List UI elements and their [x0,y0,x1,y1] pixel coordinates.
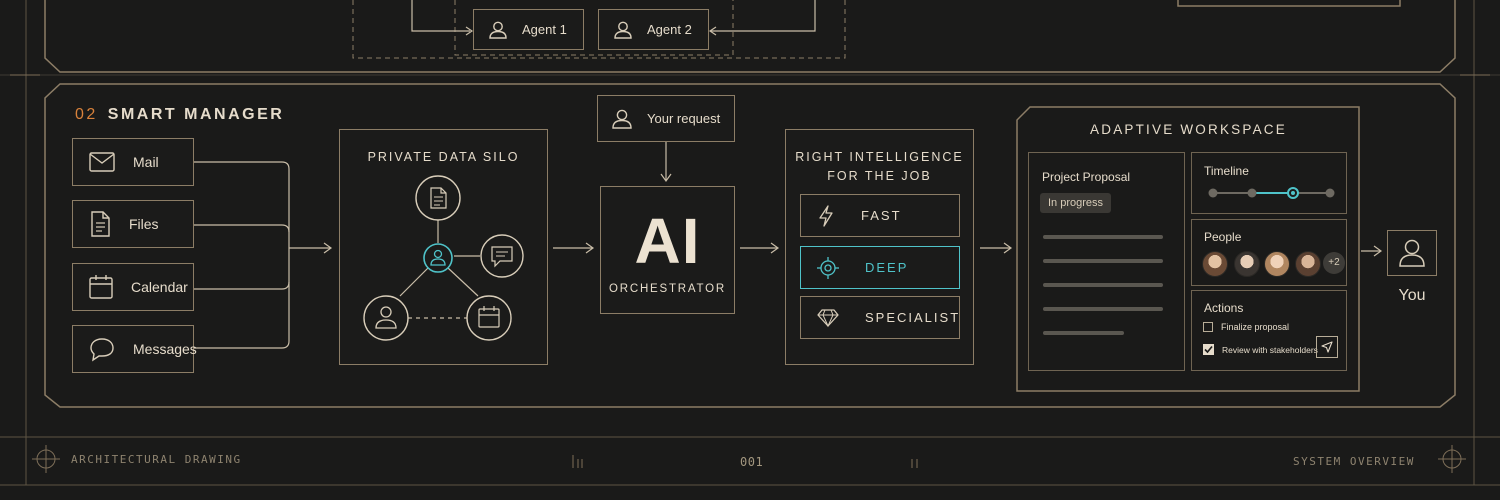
footer-right-text: SYSTEM OVERVIEW [1293,455,1415,468]
people-extra-count[interactable]: +2 [1323,252,1345,274]
timeline-title: Timeline [1204,164,1249,178]
workspace-title: ADAPTIVE WORKSPACE [1090,122,1287,137]
silo-network [363,175,524,341]
action-item[interactable]: Review with stakeholders [1203,344,1318,355]
your-request-box[interactable]: Your request [597,95,735,142]
silo-title: PRIVATE DATA SILO [367,150,520,164]
action-item-label: Review with stakeholders [1222,344,1318,355]
orchestrator-label: ORCHESTRATOR [608,283,726,295]
mode-deep-button[interactable]: DEEP [800,246,960,289]
source-messages-label: Messages [133,341,197,357]
private-data-silo: PRIVATE DATA SILO [339,129,548,365]
you-label: You [1398,287,1426,304]
proposal-title: Project Proposal [1042,170,1131,184]
user-icon [613,20,633,40]
people-avatars: +2 [1202,251,1345,277]
source-mail[interactable]: Mail [72,138,194,186]
your-request-label: Your request [647,111,721,126]
proposal-status-badge: In progress [1040,193,1112,213]
mode-specialist-label: SPECIALIST [865,310,961,325]
checkbox-checked[interactable] [1203,344,1214,355]
send-button[interactable] [1316,336,1338,358]
you-box[interactable] [1387,230,1437,276]
send-icon [1321,341,1333,353]
timeline-panel[interactable]: Timeline [1191,152,1347,214]
agent-2-box[interactable]: Agent 2 [598,9,709,50]
silo-node-user [363,295,409,341]
ai-orchestrator: AI ORCHESTRATOR [600,186,735,314]
chat-icon [89,337,115,362]
agent-1-box[interactable]: Agent 1 [473,9,584,50]
action-item-label: Finalize proposal [1221,322,1290,332]
source-calendar-label: Calendar [131,279,188,295]
agent-2-label: Agent 2 [647,22,692,37]
user-icon [488,20,508,40]
people-panel[interactable]: People +2 [1191,219,1347,286]
source-messages[interactable]: Messages [72,325,197,373]
source-files-label: Files [129,216,159,232]
project-proposal-panel[interactable]: Project Proposal In progress [1028,152,1185,371]
diamond-icon [817,308,839,327]
mode-deep-label: DEEP [865,260,909,275]
section-number: 02 [75,106,98,123]
avatar[interactable] [1295,251,1321,277]
section-heading: 02 SMART MANAGER [75,106,284,124]
intelligence-title-line1: RIGHT INTELLIGENCE [795,150,964,164]
file-icon [89,211,111,237]
proposal-line [1043,307,1163,311]
avatar[interactable] [1202,251,1228,277]
agent-1-label: Agent 1 [522,22,567,37]
source-files[interactable]: Files [72,200,194,248]
proposal-line [1043,259,1163,263]
proposal-line [1043,235,1163,239]
footer-left-text: ARCHITECTURAL DRAWING [71,453,242,466]
mode-specialist-button[interactable]: SPECIALIST [800,296,960,339]
user-icon [1398,238,1426,268]
avatar[interactable] [1234,251,1260,277]
calendar-icon [89,275,113,299]
user-icon [611,108,633,130]
footer-page-number: 001 [740,455,764,469]
proposal-line [1043,283,1163,287]
adaptive-workspace-frame [1016,106,1360,392]
timeline-track [1208,187,1335,199]
section-title: SMART MANAGER [107,106,285,123]
lightning-icon [817,204,835,227]
silo-node-file [415,175,461,221]
source-calendar[interactable]: Calendar [72,263,194,311]
source-mail-label: Mail [133,154,159,170]
mode-fast-button[interactable]: FAST [800,194,960,237]
ai-big-label: AI [634,205,701,277]
silo-node-center-user [423,243,453,273]
mail-icon [89,152,115,172]
silo-node-calendar [466,295,512,341]
target-icon [817,256,839,279]
proposal-line [1043,331,1124,335]
action-item[interactable]: Finalize proposal [1203,322,1289,332]
silo-node-chat [480,234,524,278]
intelligence-title-line2: FOR THE JOB [827,169,932,183]
actions-title: Actions [1204,301,1244,315]
checkbox-unchecked[interactable] [1203,322,1213,332]
people-title: People [1204,230,1242,244]
avatar[interactable] [1264,251,1290,277]
actions-panel[interactable]: Actions Finalize proposal Review with st… [1191,290,1347,371]
mode-fast-label: FAST [861,208,902,223]
